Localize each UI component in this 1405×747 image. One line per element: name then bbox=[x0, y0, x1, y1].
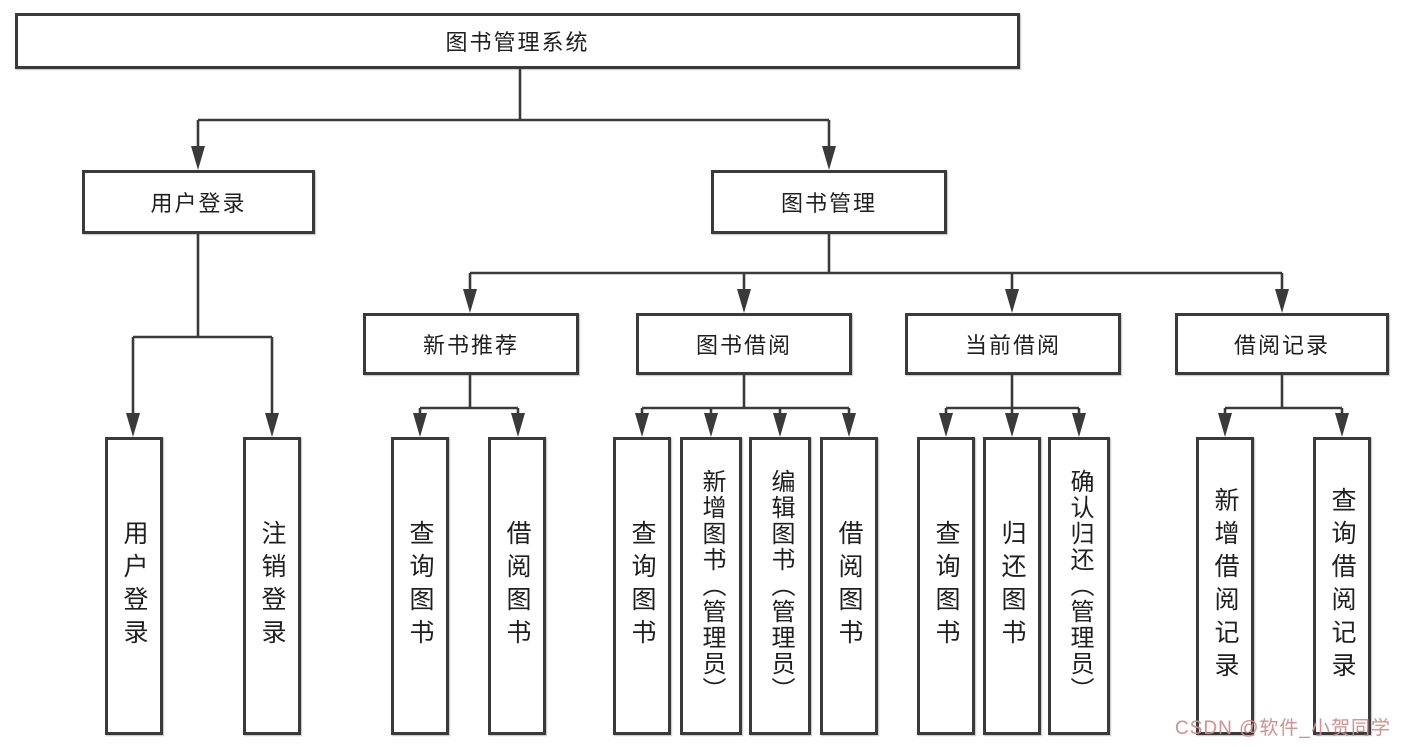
node-borrow-records: 借阅记录 bbox=[1175, 313, 1389, 375]
node-leaf-user-login: 用户登录 bbox=[105, 437, 163, 735]
node-leaf-logout: 注销登录 bbox=[243, 437, 301, 735]
node-leaf-query-book-3: 查询图书 bbox=[917, 437, 975, 735]
node-leaf-add-book-admin: 新增图书（管理员） bbox=[680, 437, 742, 735]
node-leaf-query-borrow-record: 查询借阅记录 bbox=[1313, 437, 1371, 735]
node-user-login-branch: 用户登录 bbox=[82, 170, 315, 234]
node-book-borrowing: 图书借阅 bbox=[636, 313, 852, 375]
arrowheads bbox=[126, 146, 1349, 437]
node-leaf-query-book-2: 查询图书 bbox=[613, 437, 671, 735]
node-leaf-confirm-return-admin: 确认归还（管理员） bbox=[1048, 437, 1110, 735]
node-leaf-borrow-book-1: 借阅图书 bbox=[488, 437, 546, 735]
node-leaf-return-book: 归还图书 bbox=[983, 437, 1041, 735]
csdn-watermark: CSDN @软件_小贺同学 bbox=[1175, 718, 1391, 739]
node-leaf-borrow-book-2: 借阅图书 bbox=[820, 437, 878, 735]
node-leaf-query-book-1: 查询图书 bbox=[391, 437, 449, 735]
node-root-system: 图书管理系统 bbox=[15, 13, 1020, 69]
node-leaf-add-borrow-record: 新增借阅记录 bbox=[1196, 437, 1254, 735]
node-current-borrowing: 当前借阅 bbox=[905, 313, 1121, 375]
node-new-book-recommend: 新书推荐 bbox=[363, 313, 579, 375]
node-book-management-branch: 图书管理 bbox=[711, 170, 947, 234]
node-leaf-edit-book-admin: 编辑图书（管理员） bbox=[749, 437, 811, 735]
